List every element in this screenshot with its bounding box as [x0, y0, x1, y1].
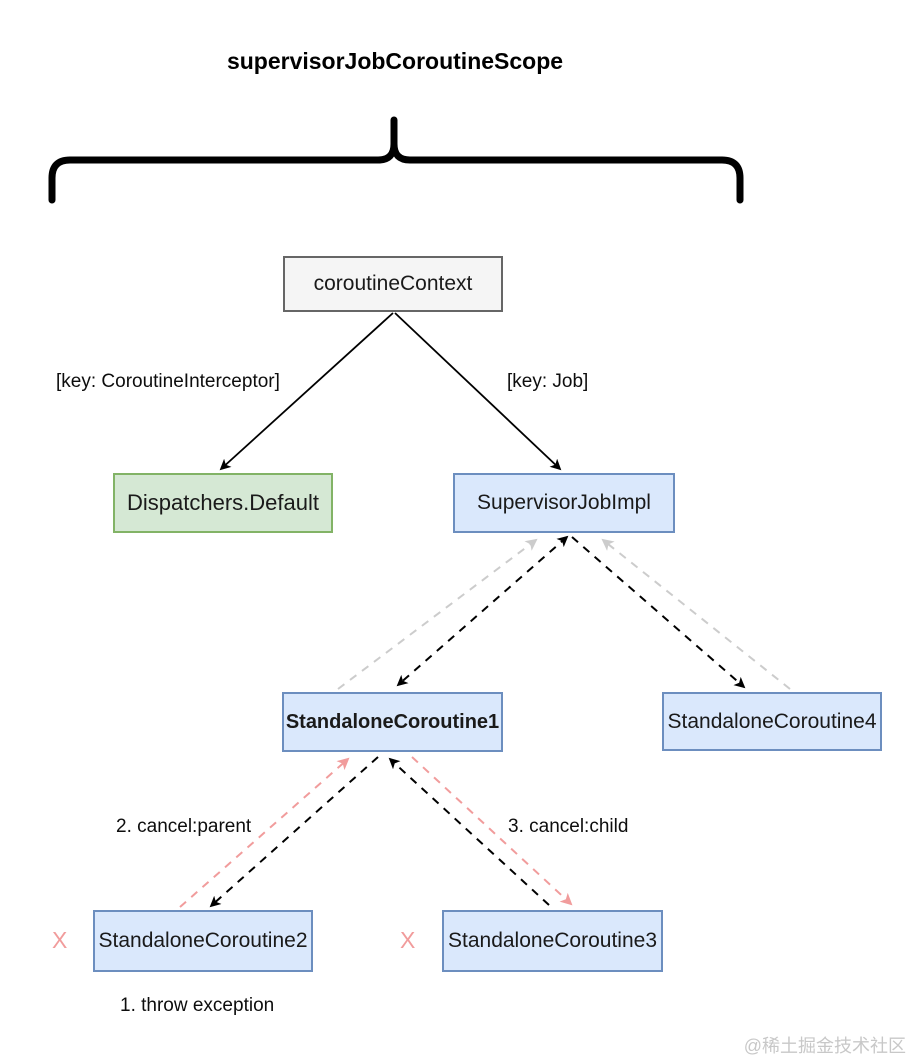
edge-sc1-to-supervisorjob-gray [337, 538, 538, 690]
diagram-title: supervisorJobCoroutineScope [226, 48, 564, 74]
edge-context-to-dispatcher [219, 312, 394, 471]
label-key-coroutine-interceptor: [key: CoroutineInterceptor] [56, 371, 280, 392]
label-cancel-parent: 2. cancel:parent [116, 816, 252, 837]
edge-sc1-to-sc2-black [209, 756, 379, 908]
node-coroutine-context: coroutineContext [283, 256, 503, 312]
edge-sc1-cancel-child-pink [411, 756, 573, 906]
edge-sc4-to-supervisorjob-gray [601, 538, 791, 690]
cancelled-x-sc2: X [52, 927, 68, 953]
node-standalone-coroutine-4: StandaloneCoroutine4 [662, 692, 882, 751]
scope-brace [48, 116, 744, 204]
edge-sc3-to-sc1-black [388, 757, 550, 906]
node-standalone-coroutine-3: StandaloneCoroutine3 [442, 910, 663, 972]
cancelled-x-sc3: X [400, 927, 416, 953]
label-cancel-child: 3. cancel:child [508, 816, 629, 837]
node-dispatchers-default: Dispatchers.Default [113, 473, 333, 533]
label-throw-exception: 1. throw exception [120, 995, 275, 1016]
node-supervisor-job-impl: SupervisorJobImpl [453, 473, 675, 533]
edge-sc2-cancel-parent-pink [179, 757, 350, 908]
node-standalone-coroutine-2: StandaloneCoroutine2 [93, 910, 313, 972]
watermark: @稀土掘金技术社区 [743, 1036, 906, 1056]
edge-context-to-supervisorjob [394, 312, 562, 471]
edge-supervisorjob-sc4-black [571, 536, 746, 689]
label-key-job: [key: Job] [507, 371, 589, 392]
node-standalone-coroutine-1: StandaloneCoroutine1 [282, 692, 503, 752]
edge-supervisorjob-sc1-black [396, 535, 569, 687]
